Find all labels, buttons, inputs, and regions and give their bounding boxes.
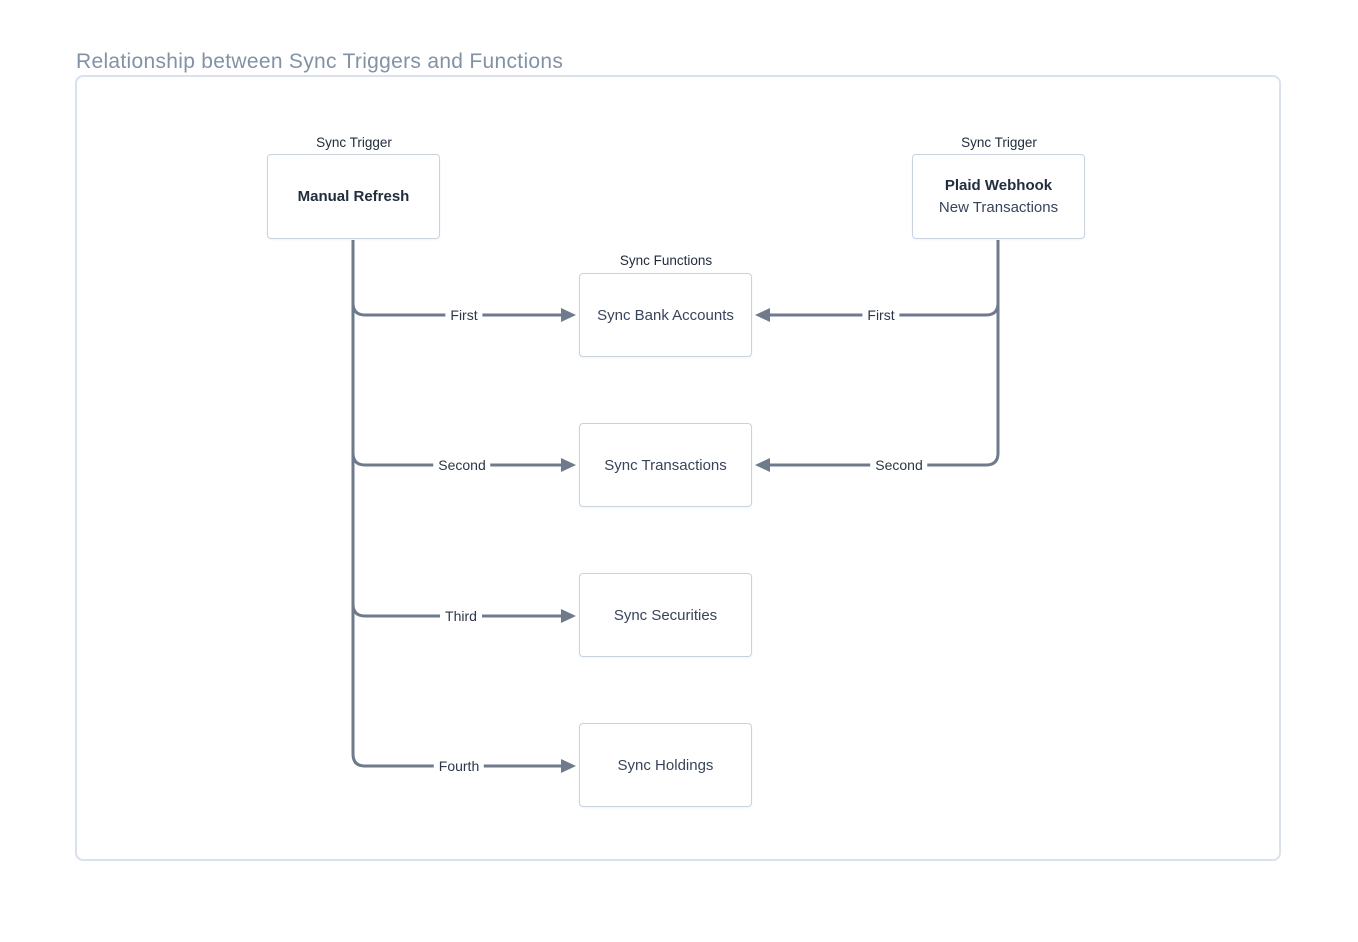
node-sync-bank-accounts: Sync Bank Accounts (579, 273, 752, 357)
edge-label-manual-first: First (445, 306, 483, 324)
sync-functions-label: Sync Functions (619, 253, 713, 268)
node-manual-refresh: Manual Refresh (267, 154, 440, 239)
node-sync-transactions: Sync Transactions (579, 423, 752, 507)
sync-trigger-label-right: Sync Trigger (961, 135, 1037, 150)
diagram-canvas (75, 75, 1281, 861)
edge-label-manual-third: Third (440, 607, 482, 625)
node-sync-securities: Sync Securities (579, 573, 752, 657)
node-plaid-webhook-title: Plaid Webhook (944, 176, 1053, 194)
sync-trigger-label-left: Sync Trigger (316, 135, 392, 150)
edge-label-manual-second: Second (433, 456, 491, 474)
edge-label-plaid-first: First (862, 306, 900, 324)
edge-label-manual-fourth: Fourth (433, 757, 485, 775)
node-sync-bank-accounts-label: Sync Bank Accounts (597, 306, 734, 324)
node-plaid-webhook-subtitle: New Transactions (938, 198, 1059, 216)
node-sync-holdings: Sync Holdings (579, 723, 752, 807)
node-manual-refresh-title: Manual Refresh (297, 187, 410, 205)
edge-label-plaid-second: Second (870, 456, 928, 474)
page-title: Relationship between Sync Triggers and F… (76, 50, 564, 73)
node-sync-holdings-label: Sync Holdings (617, 756, 714, 774)
node-sync-transactions-label: Sync Transactions (604, 456, 727, 474)
node-sync-securities-label: Sync Securities (613, 606, 718, 624)
node-plaid-webhook: Plaid Webhook New Transactions (912, 154, 1085, 239)
